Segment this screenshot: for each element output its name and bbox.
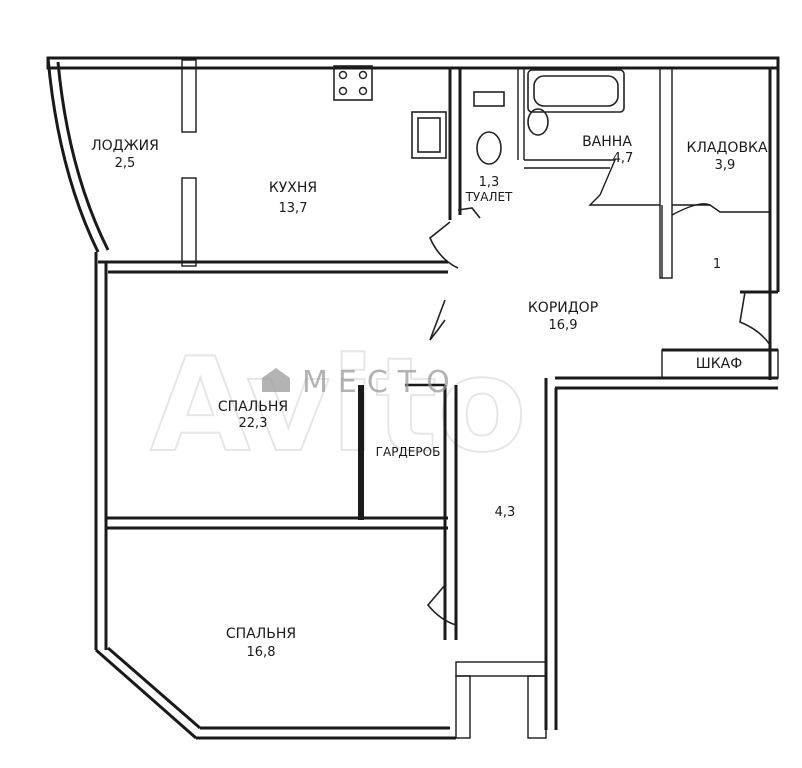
house-icon <box>262 368 290 392</box>
storage-area: 3,9 <box>715 158 736 173</box>
dressing-room-label: ГАРДЕРОБ <box>376 445 441 459</box>
fixtures <box>333 65 625 165</box>
storage-name: КЛАДОВКА <box>686 140 768 156</box>
door-swings <box>426 207 771 626</box>
bedroom-second-name: СПАЛЬНЯ <box>226 626 296 642</box>
bedroom-second-area: 16,8 <box>247 645 276 660</box>
bathroom-name: ВАННА <box>582 134 632 150</box>
interior-walls <box>98 59 779 640</box>
wardrobe-closet-box <box>661 349 779 379</box>
bathroom-area: 4,7 <box>613 151 634 166</box>
wardrobe-closet-label: ШКАФ <box>696 356 743 372</box>
bedroom-main-area: 22,3 <box>239 416 268 431</box>
toilet-icon <box>476 131 502 165</box>
loggia-name: ЛОДЖИЯ <box>91 138 159 154</box>
outer-walls <box>46 56 780 740</box>
toilet-name: ТУАЛЕТ <box>465 190 513 204</box>
passage-area: 4,3 <box>495 505 516 520</box>
entrance <box>455 661 547 739</box>
watermark-text: МЕСТО <box>302 365 460 400</box>
bathroom-sink-icon <box>527 108 549 136</box>
corridor-area: 16,9 <box>549 318 578 333</box>
bathtub-icon <box>527 69 625 113</box>
bedroom-main-name: СПАЛЬНЯ <box>218 399 288 415</box>
toilet-area: 1,3 <box>479 175 500 190</box>
kitchen-area: 13,7 <box>279 201 308 216</box>
kitchen-name: КУХНЯ <box>269 180 317 196</box>
stove-icon <box>333 65 373 101</box>
corridor-name: КОРИДОР <box>528 300 598 316</box>
room-labels: ЛОДЖИЯ 2,5 КУХНЯ 13,7 1,3 ТУАЛЕТ ВАННА 4… <box>91 134 768 660</box>
watermark-ghost-text: Avito <box>150 329 527 481</box>
loggia-area: 2,5 <box>115 156 136 171</box>
small-area-label: 1 <box>713 257 721 272</box>
dressing-partition <box>358 385 364 520</box>
kitchen-sink-icon <box>411 111 447 159</box>
watermark: МЕСТО <box>262 365 460 400</box>
